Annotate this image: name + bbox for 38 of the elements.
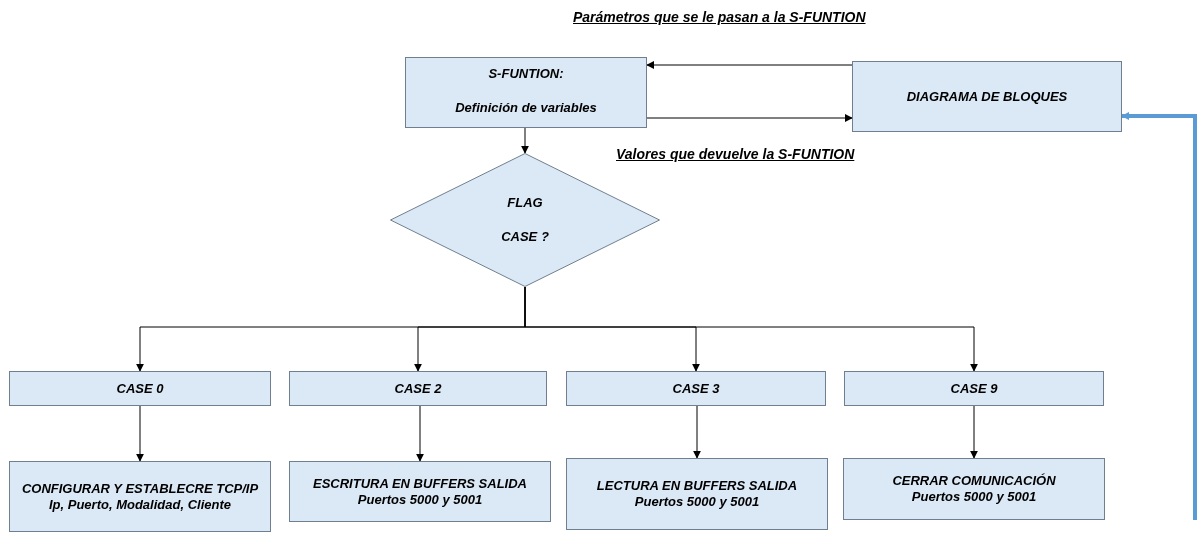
arrow [693,405,701,459]
box-text: Puertos 5000 y 5001 [357,491,483,508]
process-box [566,371,826,406]
box-text: CONFIGURAR Y ESTABLECRE TCP/IP [21,480,259,497]
process-box [852,61,1122,132]
box-text: CERRAR COMUNICACIÓN [892,473,1056,489]
box-text: CASE 0 [116,380,164,397]
box-text: CASE 9 [950,380,998,397]
box-text: Ip, Puerto, Modalidad, Cliente [49,496,231,513]
arrow [136,405,144,462]
arrow [646,61,853,69]
annotation-text: Valores que devuelve la S-FUNTION [616,146,855,162]
process-box [405,57,647,128]
process-box [289,461,551,522]
process-box [9,461,271,532]
box-text: LECTURA EN BUFFERS SALIDA [596,478,798,494]
box-text: DIAGRAMA DE BLOQUES [906,88,1068,105]
box-text: ESCRITURA EN BUFFERS SALIDA [313,475,527,492]
process-box [844,371,1104,406]
process-box [843,458,1105,520]
annotation-text: Parámetros que se le pasan a la S-FUNTION [573,9,866,25]
box-text: Puertos 5000 y 5001 [634,494,760,510]
box-text: S-FUNTION: [488,66,564,82]
arrow [1121,112,1197,520]
process-box [566,458,828,530]
arrow [970,405,978,459]
arrow [646,114,853,122]
box-text: FLAG [507,195,543,211]
arrow [416,405,424,462]
arrow [524,286,978,372]
process-box [289,371,547,406]
box-text: CASE 2 [394,380,442,397]
box-text: Definición de variables [455,100,597,116]
process-box [9,371,271,406]
box-text: Puertos 5000 y 5001 [911,489,1037,505]
arrow [521,127,529,154]
box-text: CASE ? [501,229,549,245]
box-text: CASE 3 [672,380,720,397]
